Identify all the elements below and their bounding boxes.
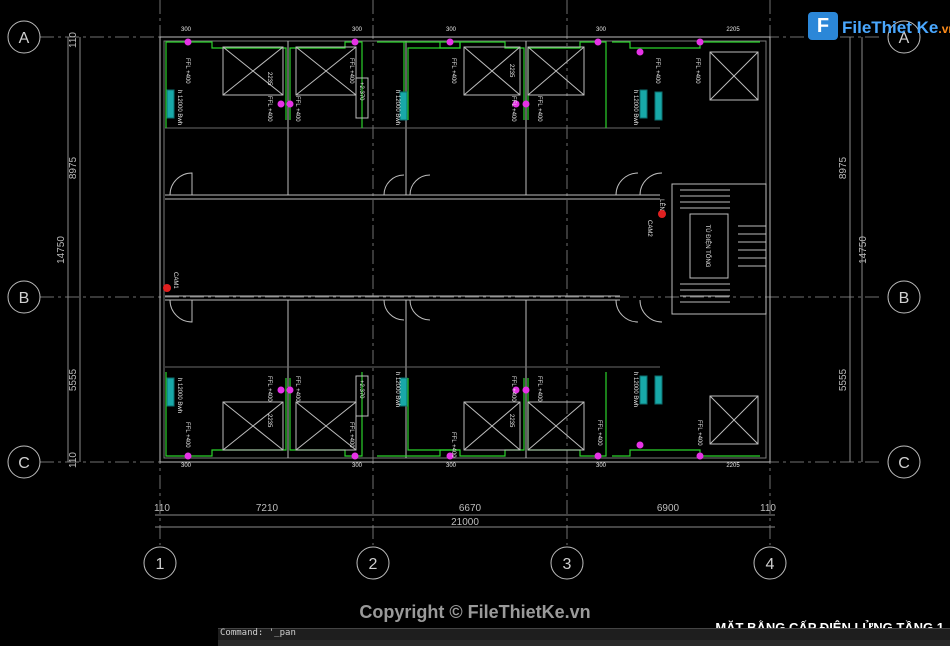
grid-row-label: C <box>898 455 910 472</box>
logo-text: FileThiet Ke <box>842 18 939 37</box>
command-line-text: Command: '_pan <box>220 628 296 638</box>
dim-right-14750: 14750 <box>858 236 869 264</box>
dim-bottom-6900: 6900 <box>657 503 680 514</box>
ffl-label-11: FFL +400 <box>294 376 300 402</box>
dim-left-14750: 14750 <box>56 236 67 264</box>
ffl-label-4: FFL +400 <box>654 58 660 84</box>
dim-300-top-4: 300 <box>596 27 607 33</box>
ffl-label-9: FFL +400 <box>536 96 542 122</box>
dim-2235-3: 2235 <box>266 414 272 428</box>
room-outlines <box>165 41 760 457</box>
dim-left-110-bottom: 110 <box>68 452 79 468</box>
ffl-label-5: FFL +400 <box>694 58 700 84</box>
dim-2205-top: 2205 <box>726 27 740 33</box>
dim-bottom-110-left: 110 <box>154 503 170 514</box>
level-box-top: +2.370 <box>355 77 369 119</box>
camera-1-label: CAM1 <box>172 272 178 289</box>
dim-right-8975: 8975 <box>838 156 849 179</box>
stair-block <box>671 183 767 315</box>
camera-icons <box>163 210 666 292</box>
stair-box-label: TỦ ĐIỆN TỔNG <box>704 225 712 268</box>
electric-outlets <box>184 38 704 460</box>
dim-bottom-6670: 6670 <box>459 503 482 514</box>
grid-bubble-left-a: A <box>7 20 41 54</box>
ffl-label-14: FFL +400 <box>184 422 190 448</box>
camera-2-label: CAM2 <box>646 220 652 237</box>
ffl-label-10: FFL +400 <box>266 376 272 402</box>
ffl-label-8: FFL +400 <box>510 96 516 122</box>
dim-left-8975: 8975 <box>68 156 79 179</box>
furniture-blocks <box>222 46 759 451</box>
filethietke-logo: F FileThiet Ke.vn <box>808 10 950 44</box>
ffl-label-7: FFL +400 <box>294 96 300 122</box>
dimension-lines <box>67 37 863 528</box>
dim-300-bottom-3: 300 <box>446 463 457 469</box>
dim-300-top-3: 300 <box>446 27 457 33</box>
ffl-label-15: FFL +400 <box>348 422 354 448</box>
dim-300-bottom-2: 300 <box>352 463 363 469</box>
grid-row-label: C <box>18 455 30 472</box>
dim-right-5555: 5555 <box>838 368 849 391</box>
dim-left-110-top: 110 <box>68 32 79 48</box>
dim-left-5555: 5555 <box>68 368 79 391</box>
heater-label-5: h 12000 Bwh <box>394 372 400 407</box>
grid-bubble-left-b: B <box>7 280 41 314</box>
grid-row-label: A <box>899 30 910 47</box>
ffl-label-2: FFL +400 <box>348 58 354 84</box>
grid-col-label: 4 <box>766 556 775 573</box>
grid-bubble-col-2: 2 <box>356 546 390 580</box>
grid-bubble-right-c: C <box>887 445 921 479</box>
heater-label-4: h 12000 Bwh <box>176 378 182 413</box>
level-label-top: +2.370 <box>358 82 364 101</box>
electrical-cabinets <box>166 89 663 407</box>
grid-bubble-right-a: A <box>887 20 921 54</box>
level-label-bottom: +2.370 <box>358 380 364 399</box>
grid-bubble-col-1: 1 <box>143 546 177 580</box>
ffl-label-1: FFL +400 <box>184 58 190 84</box>
grid-bubble-col-4: 4 <box>753 546 787 580</box>
grid-col-label: 3 <box>563 556 572 573</box>
grid-row-label: B <box>19 290 30 307</box>
command-bar[interactable] <box>218 628 950 641</box>
ffl-label-17: FFL +400 <box>596 420 602 446</box>
dim-2235-2: 2235 <box>508 64 514 78</box>
dim-bottom-110-right: 110 <box>760 503 776 514</box>
grid-bubble-col-3: 3 <box>550 546 584 580</box>
copyright-watermark: Copyright © FileThietKe.vn <box>359 602 591 622</box>
heater-label-6: h 12000 Bwh <box>632 372 638 407</box>
heater-label-3: h 12000 Bwh <box>632 90 638 125</box>
dim-total: 21000 <box>451 517 479 528</box>
dim-2205-bottom: 2205 <box>726 463 740 469</box>
grid-col-label: 2 <box>369 556 378 573</box>
door-swings <box>169 172 663 323</box>
heater-label-1: h 12000 Bwh <box>176 90 182 125</box>
grid-bubble-left-c: C <box>7 445 41 479</box>
ffl-label-13: FFL +400 <box>536 376 542 402</box>
dim-2235-1: 2235 <box>266 72 272 86</box>
logo-badge: F <box>808 12 838 40</box>
stair-up-label: LÊN <box>658 199 666 211</box>
ffl-label-3: FFL +400 <box>450 58 456 84</box>
dim-2235-4: 2235 <box>508 414 514 428</box>
level-box-bottom: +2.370 <box>355 375 369 417</box>
heater-label-2: h 12000 Bwh <box>394 90 400 125</box>
ffl-label-18: FFL +400 <box>696 420 702 446</box>
ffl-label-16: FFL +400 <box>450 432 456 458</box>
ffl-label-6: FFL +400 <box>266 96 272 122</box>
dim-300-bottom-4: 300 <box>596 463 607 469</box>
grid-row-label: A <box>19 30 30 47</box>
ffl-label-12: FFL +400 <box>510 376 516 402</box>
dim-300-top-2: 300 <box>352 27 363 33</box>
grid-col-label: 1 <box>156 556 165 573</box>
command-input[interactable] <box>218 640 950 646</box>
building-walls <box>159 36 771 463</box>
grid-row-label: B <box>899 290 910 307</box>
dim-bottom-7210: 7210 <box>256 503 279 514</box>
grid-bubble-right-b: B <box>887 280 921 314</box>
logo-suffix: .vn <box>938 22 950 36</box>
dim-300-bottom-1: 300 <box>181 463 192 469</box>
dim-300-top-1: 300 <box>181 27 192 33</box>
